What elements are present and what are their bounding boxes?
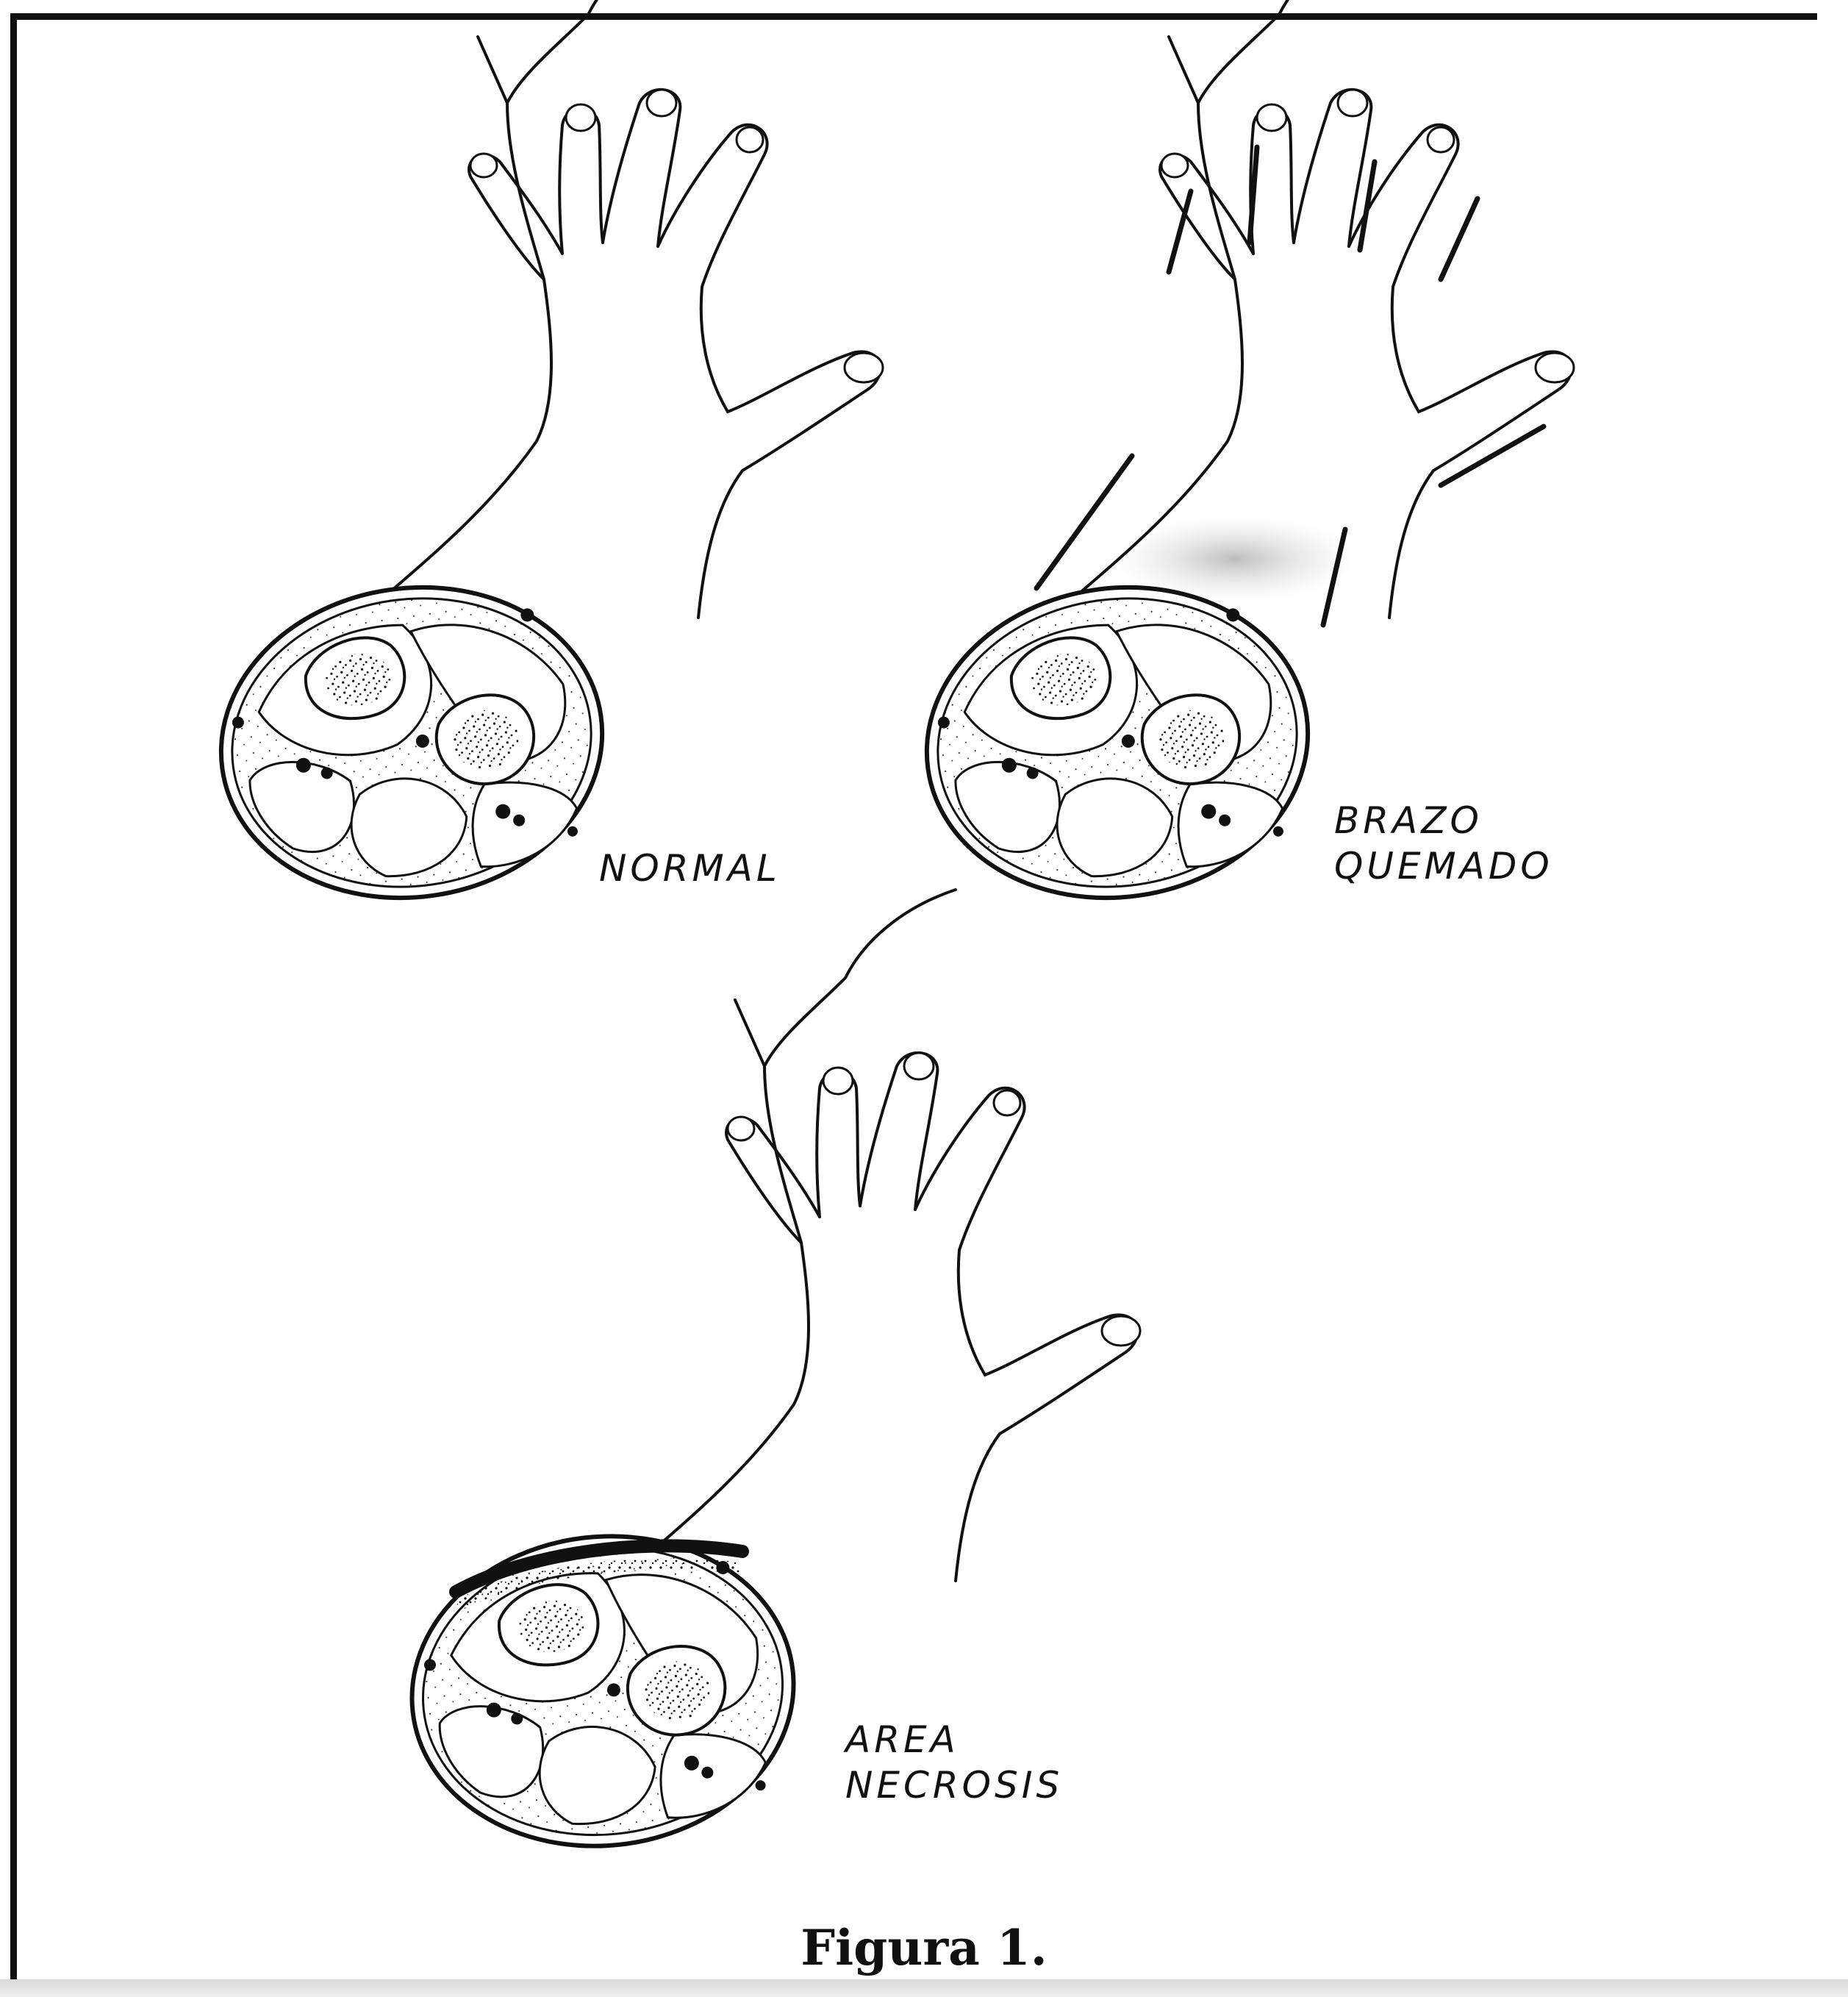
panel-burned-arm	[906, 0, 1574, 922]
label-normal-line1: NORMAL	[599, 846, 781, 891]
label-necrosis-area: AREA NECROSIS	[845, 1717, 1063, 1808]
figure-caption: Figura 1.	[0, 1919, 1848, 1976]
label-burned-line2: QUEMADO	[1334, 843, 1553, 889]
label-burned-line1: BRAZO	[1334, 798, 1553, 843]
label-burned-arm: BRAZO QUEMADO	[1334, 798, 1553, 889]
label-necrosis-line2: NECROSIS	[845, 1762, 1063, 1808]
panel-normal	[201, 0, 883, 922]
label-necrosis-line1: AREA	[845, 1717, 1063, 1762]
label-normal: NORMAL	[599, 846, 781, 891]
